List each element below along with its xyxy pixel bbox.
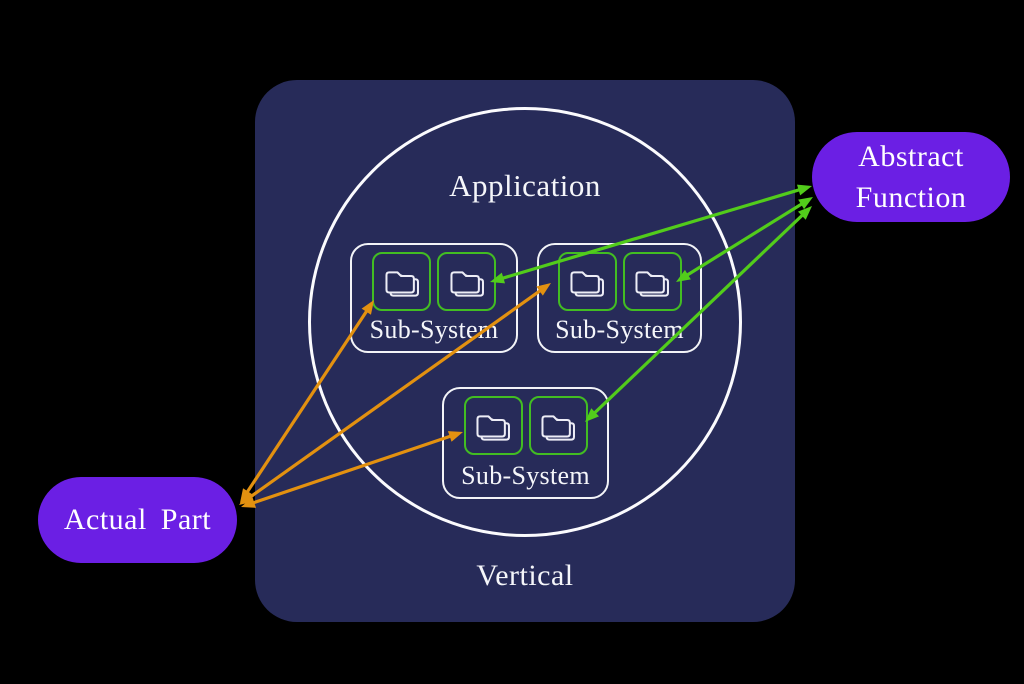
folder-icon: [570, 271, 604, 297]
subsystem-2-folder-1: [557, 252, 617, 311]
subsystem-1-label: Sub-System: [369, 315, 499, 344]
actual-part-label: Actual Part: [63, 503, 212, 536]
subsystem-1-folder-1: [372, 252, 431, 311]
arrowhead: [797, 206, 812, 220]
arrowhead: [240, 488, 253, 503]
arrowhead: [798, 197, 813, 210]
application-label: Application: [449, 168, 601, 203]
folder-icon: [541, 415, 575, 441]
folder-icon: [449, 271, 484, 297]
subsystem-3-tiles: [444, 396, 607, 455]
actual-part-pill: Actual Part: [38, 477, 237, 563]
subsystem-3-folder-1: [463, 396, 523, 455]
folder-icon: [635, 271, 669, 297]
subsystem-2-folder-2: [622, 252, 682, 311]
abstract-function-line2: Function: [855, 181, 967, 214]
subsystem-1-folder-2: [437, 252, 496, 311]
subsystem-2-tiles: [539, 252, 700, 311]
subsystem-box-3: Sub-System: [442, 387, 609, 499]
folder-icon: [476, 415, 510, 441]
arrowhead: [796, 184, 812, 196]
subsystem-box-1: Sub-System: [350, 243, 518, 353]
subsystem-1-tiles: [352, 252, 516, 311]
abstract-function-pill: Abstract Function: [812, 132, 1010, 222]
subsystem-3-folder-2: [528, 396, 588, 455]
subsystem-2-label: Sub-System: [555, 315, 684, 344]
arrowhead: [241, 497, 257, 508]
abstract-function-line1: Abstract: [858, 140, 964, 173]
arrowhead: [239, 492, 254, 505]
vertical-label: Vertical: [476, 559, 574, 592]
subsystem-box-2: Sub-System: [537, 243, 702, 353]
subsystem-3-label: Sub-System: [461, 461, 590, 490]
folder-icon: [384, 271, 419, 297]
